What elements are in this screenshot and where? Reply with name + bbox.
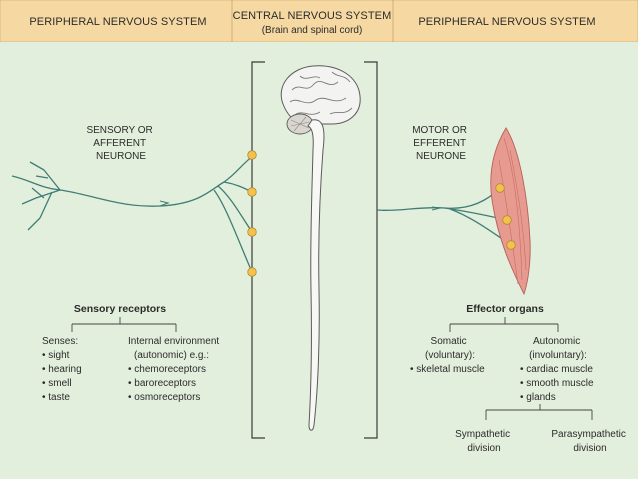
synapse-icon (495, 183, 505, 193)
spinal-cord (307, 119, 325, 431)
effector-tree-lines (449, 317, 593, 420)
sensory-neurone (11, 156, 253, 273)
synapse-icon (506, 240, 516, 250)
synapse-icon (247, 227, 257, 237)
synapse-icon (502, 215, 512, 225)
brain-icon (280, 65, 361, 135)
internal-env-block: Internal environment (autonomic) e.g.: •… (128, 336, 222, 403)
motor-neurone-label: MOTOR OR EFFERENT NEURONE (412, 125, 470, 162)
cns-bracket-right (364, 61, 378, 439)
sensory-neurone-label: SENSORY OR AFFERENT NEURONE (86, 125, 155, 162)
header-center-title: CENTRAL NERVOUS SYSTEM (233, 10, 392, 22)
header-left-title: PERIPHERAL NERVOUS SYSTEM (29, 16, 206, 28)
senses-block: Senses: • sight • hearing • smell • tast… (42, 336, 84, 403)
somatic-block: Somatic (voluntary): (425, 336, 475, 361)
header-center-subtitle: (Brain and spinal cord) (262, 25, 363, 36)
somatic-items: • skeletal muscle (410, 364, 485, 375)
sensory-synapses (247, 150, 257, 277)
autonomic-block: Autonomic (involuntary): (529, 336, 587, 361)
sympathetic-division: Sympathetic division (455, 429, 513, 454)
cns-bracket-left (251, 61, 265, 439)
sensory-receptors-title: Sensory receptors (74, 303, 166, 315)
effector-organs-title: Effector organs (466, 303, 544, 315)
parasympathetic-division: Parasympathetic division (551, 429, 628, 454)
motor-synapses (495, 183, 516, 250)
header-right-title: PERIPHERAL NERVOUS SYSTEM (418, 16, 595, 28)
synapse-icon (247, 267, 257, 277)
synapse-icon (247, 187, 257, 197)
autonomic-items: • cardiac muscle • smooth muscle • gland… (520, 364, 596, 403)
muscle-icon (490, 127, 531, 296)
synapse-icon (247, 150, 257, 160)
sensory-tree-lines (71, 317, 177, 332)
